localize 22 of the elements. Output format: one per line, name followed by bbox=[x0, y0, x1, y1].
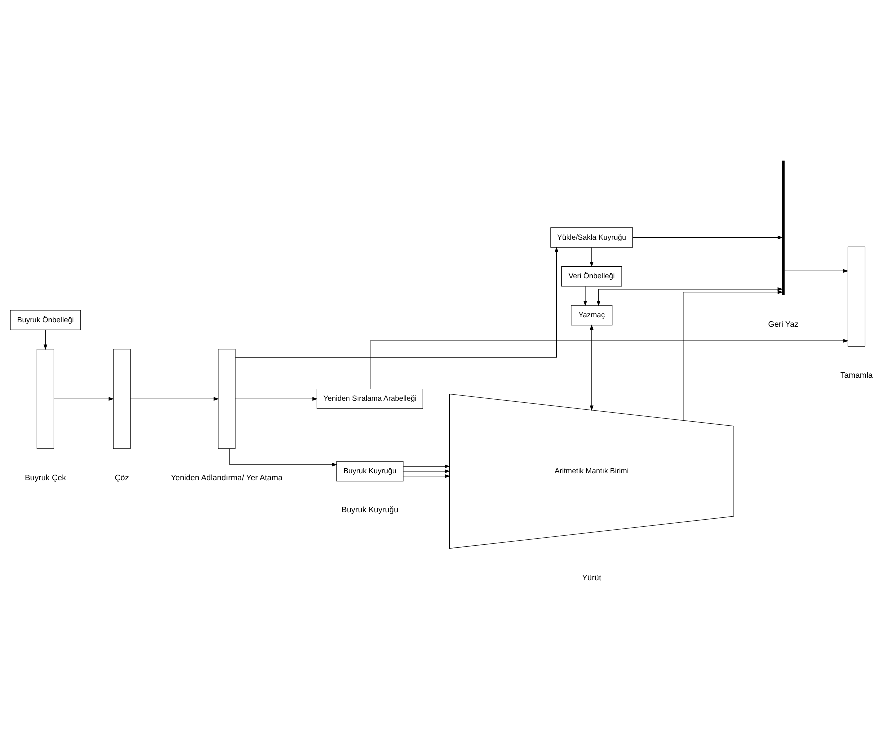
arrow bbox=[230, 448, 338, 467]
arrow bbox=[130, 397, 220, 401]
arrow bbox=[584, 286, 588, 306]
arrow bbox=[403, 474, 450, 478]
arrow bbox=[235, 247, 559, 358]
arrow bbox=[590, 248, 594, 268]
arrow bbox=[54, 397, 114, 401]
arrow bbox=[632, 236, 784, 240]
arrow bbox=[44, 330, 48, 350]
node-bar bbox=[36, 349, 54, 450]
node-bar bbox=[218, 349, 236, 450]
arrow bbox=[596, 288, 784, 306]
arrow bbox=[370, 339, 849, 390]
arrow bbox=[235, 397, 318, 401]
node-bar bbox=[782, 160, 785, 296]
arrow bbox=[590, 324, 594, 412]
node-bar bbox=[113, 349, 131, 450]
arrow bbox=[403, 464, 450, 468]
arrow bbox=[403, 470, 450, 474]
node-bar bbox=[848, 246, 866, 347]
arrow bbox=[784, 269, 849, 274]
arrow bbox=[683, 290, 784, 421]
